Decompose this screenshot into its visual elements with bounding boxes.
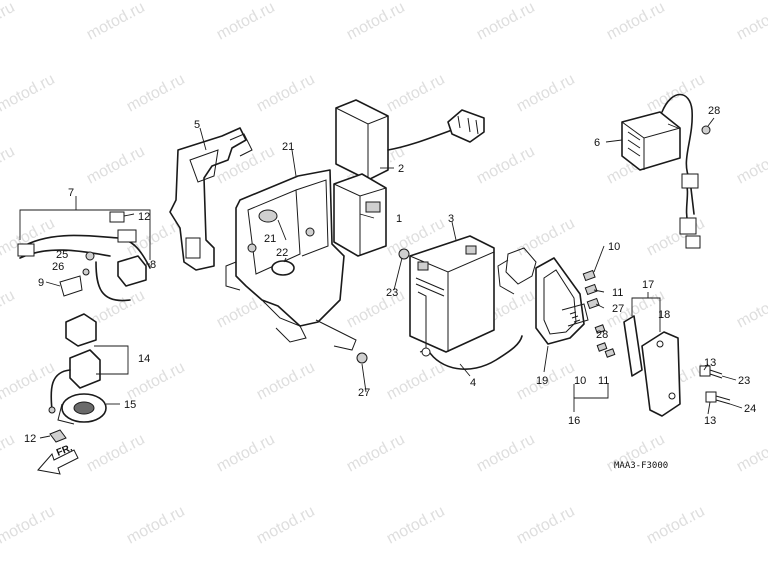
cover-part-18[interactable] [641,331,681,417]
control-module-part-2[interactable] [335,99,485,181]
callout-27-bottom[interactable]: 28 [596,329,608,341]
watermark-text: motod.ru [734,143,768,188]
callout-6[interactable]: 6 [594,137,600,149]
watermark-text: motod.ru [254,71,318,116]
watermark-text: motod.ru [0,71,58,116]
callout-22[interactable]: 23 [386,287,398,299]
callout-13-bottom[interactable]: 13 [704,415,716,427]
cover-part-17[interactable] [623,315,643,377]
watermark-text: motod.ru [214,0,278,44]
clip-part-12[interactable] [49,429,67,443]
bolt-part-26[interactable] [356,352,368,364]
watermark-text: motod.ru [84,143,148,188]
callout-27-top[interactable]: 27 [612,303,624,315]
fuses-part-10-11-27[interactable] [582,269,616,358]
watermark-text: motod.ru [254,359,318,404]
coil-part-15[interactable] [57,393,107,425]
callout-23-top[interactable]: 23 [738,375,750,387]
watermark-text: motod.ru [604,0,668,44]
watermark-text: motod.ru [474,0,538,44]
relay-part-14[interactable] [48,313,101,414]
watermark-text: motod.ru [474,431,538,476]
callout-12-bottom[interactable]: 12 [24,433,36,445]
watermark-text: motod.ru [0,0,18,44]
watermark-text: motod.ru [474,143,538,188]
callout-labels: 5 21 2 1 3 4 6 7 8 9 10 10 11 11 12 12 1… [24,105,756,445]
diagram-code: MAA3-F3000 [614,461,668,471]
watermark-text: motod.ru [254,503,318,548]
watermark-text: motod.ru [384,359,448,404]
watermark-text: motod.ru [734,0,768,44]
callout-28-top[interactable]: 28 [708,105,720,117]
callout-5[interactable]: 5 [194,119,200,131]
callout-12-top[interactable]: 12 [138,211,150,223]
watermark-text: motod.ru [514,71,578,116]
callout-11-top[interactable]: 11 [612,287,623,299]
callout-20[interactable]: 21 [282,141,294,153]
module-bracket-part-1[interactable] [333,173,387,257]
callout-11-bottom[interactable]: 11 [598,375,609,387]
screws-part-13-23[interactable] [699,365,731,405]
wire-harness-part-7[interactable] [17,211,151,302]
callout-24[interactable]: 25 [56,249,68,261]
callout-13-top[interactable]: 13 [704,357,716,369]
watermark-text: motod.ru [344,0,408,44]
callout-3[interactable]: 3 [448,213,454,225]
watermark-text: motod.ru [384,71,448,116]
callout-8[interactable]: 8 [150,259,156,271]
callout-15[interactable]: 15 [124,399,136,411]
watermark-text: motod.ru [0,503,58,548]
callout-23-bottom[interactable]: 24 [744,403,756,415]
callout-7[interactable]: 7 [68,187,74,199]
watermark-text: motod.ru [514,215,578,260]
watermark-text: motod.ru [214,431,278,476]
callout-10-top[interactable]: 10 [608,241,620,253]
watermark-text: motod.ru [0,287,18,332]
callout-25[interactable]: 26 [52,261,64,273]
front-arrow-icon [37,449,79,475]
callout-18[interactable]: 18 [658,309,670,321]
watermark-text: motod.ru [0,431,18,476]
watermark-text: motod.ru [644,71,708,116]
watermark-text: motod.ru [384,503,448,548]
bracket-part-5[interactable] [169,127,253,271]
watermark-text: motod.ru [0,143,18,188]
callout-26[interactable]: 27 [358,387,370,399]
watermark-text: motod.ru [514,503,578,548]
callout-16[interactable]: 16 [568,415,580,427]
watermark-text: motod.ru [84,431,148,476]
callout-1[interactable]: 1 [396,213,402,225]
regulator-part-6[interactable] [621,93,711,249]
callout-17[interactable]: 17 [642,279,654,291]
watermark-text: motod.ru [0,359,58,404]
callout-9[interactable]: 9 [38,277,44,289]
watermark-text: motod.ru [84,0,148,44]
battery-cable-part-4[interactable] [421,335,523,370]
callout-4[interactable]: 4 [470,377,476,389]
callout-14[interactable]: 14 [138,353,150,365]
callout-19[interactable]: 19 [536,375,548,387]
watermark-text: motod.ru [344,431,408,476]
watermark-text: motod.ru [734,287,768,332]
watermark-text: motod.ru [124,359,188,404]
fuse-box-part-19[interactable] [497,247,589,345]
callout-21-upper[interactable]: 21 [264,233,276,245]
callout-10-bottom[interactable]: 10 [574,375,586,387]
callout-21-lower[interactable]: 22 [276,247,288,259]
battery-box-part-20[interactable] [225,169,357,351]
callout-2[interactable]: 2 [398,163,404,175]
watermark-text: motod.ru [124,71,188,116]
leader-lines [19,117,743,439]
watermark-text: motod.ru [734,431,768,476]
watermark-text: motod.ru [124,503,188,548]
battery-part-3[interactable] [409,235,495,353]
bolt-part-22[interactable] [398,248,410,260]
watermark-text: motod.ru [644,503,708,548]
